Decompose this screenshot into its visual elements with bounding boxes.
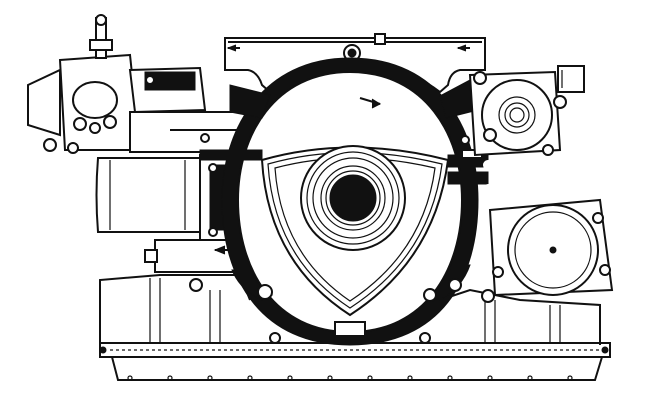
eccentric-shaft — [300, 145, 406, 251]
carburetor — [27, 14, 207, 154]
coolant-hoses — [483, 159, 635, 219]
oil-pan — [99, 342, 611, 381]
fasteners — [145, 75, 470, 292]
alternator — [481, 198, 614, 303]
air-filter-canister — [95, 157, 201, 233]
turbocharger — [468, 65, 585, 157]
